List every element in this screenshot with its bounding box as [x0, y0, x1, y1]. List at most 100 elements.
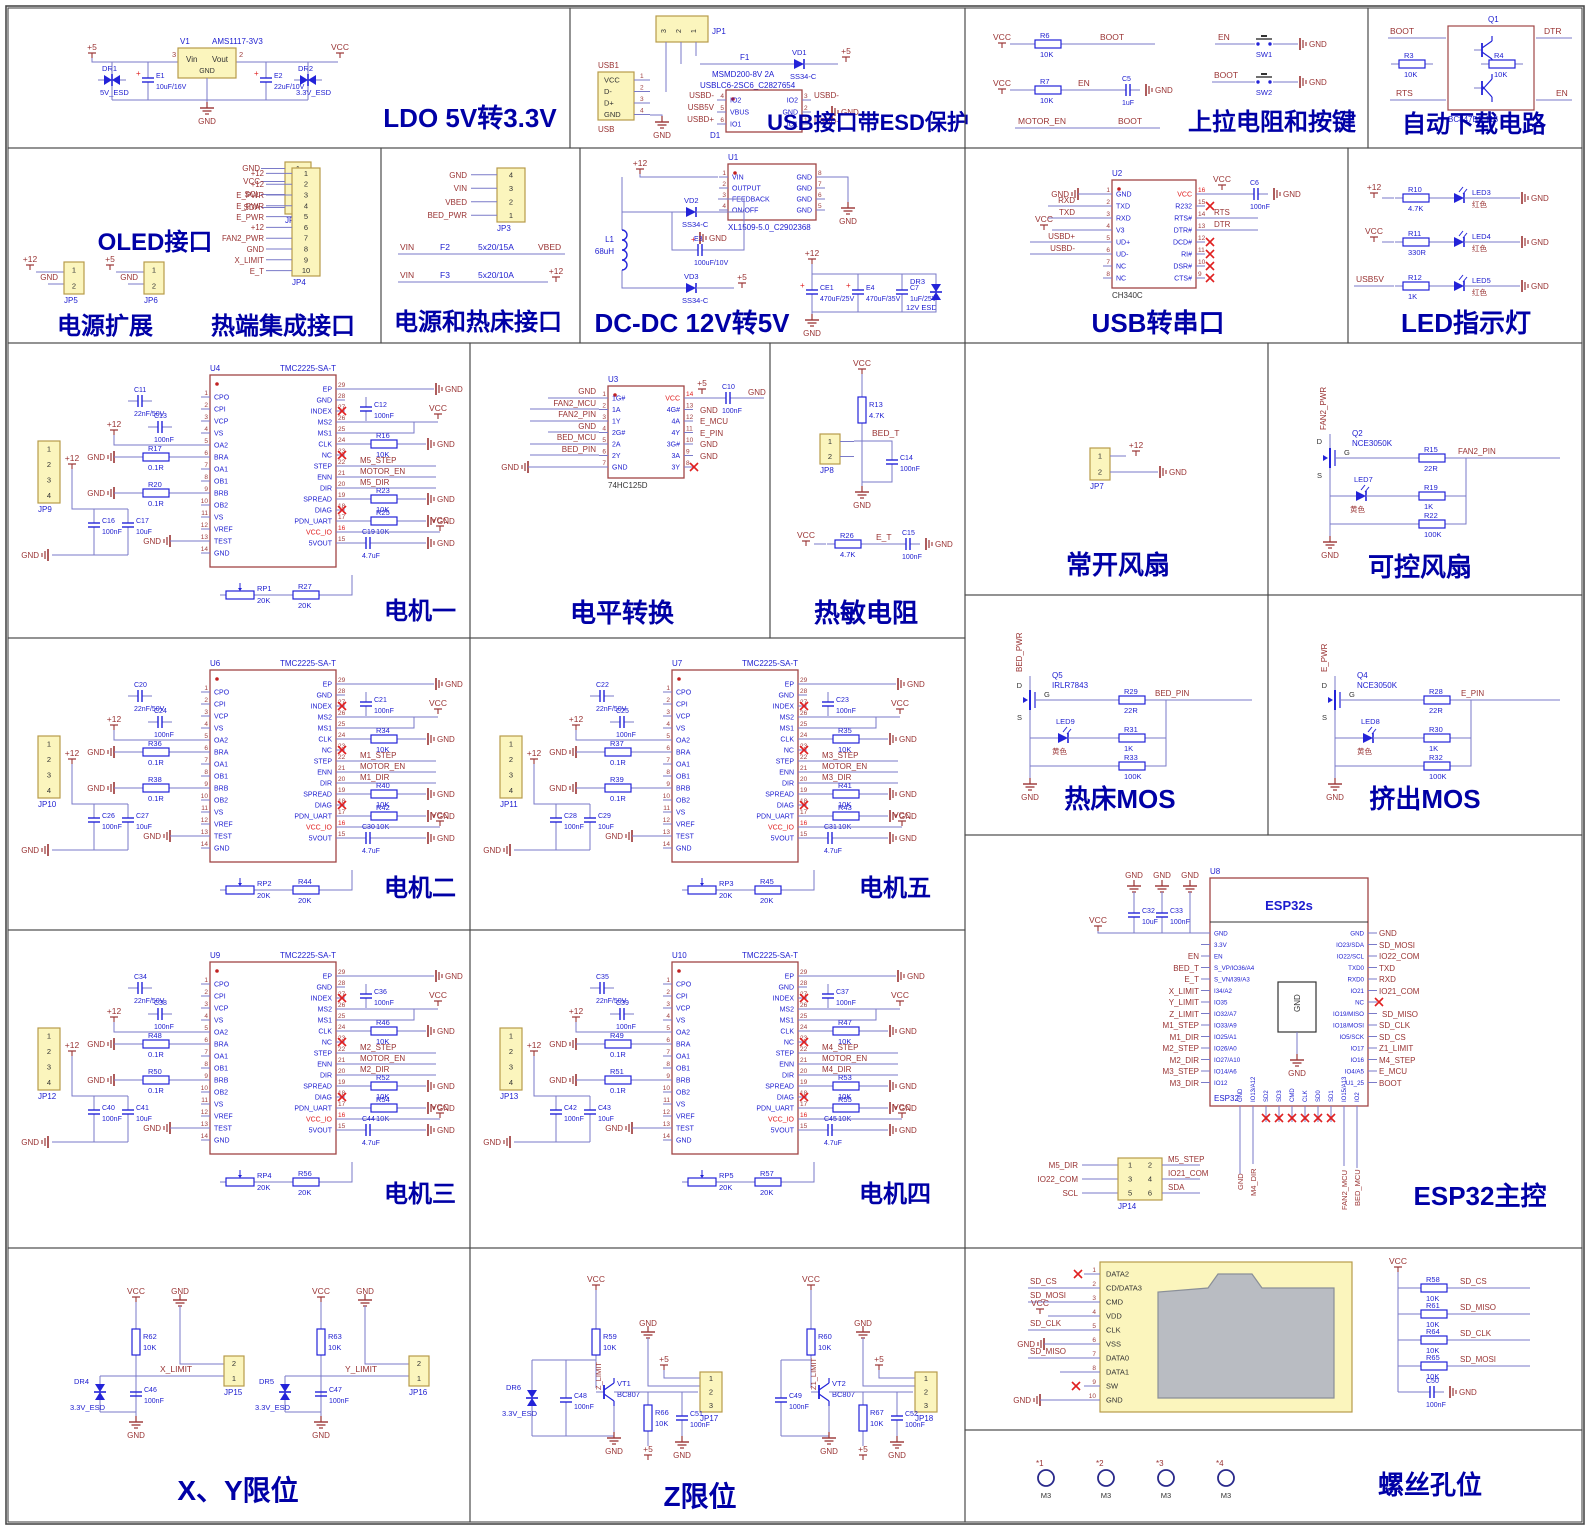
value: 10uF [136, 1116, 152, 1123]
no-connect-x [337, 745, 347, 755]
ic-U7: 1CPO2CPI3VCP4VS5OA26BRA7OA18OB19BRB10OB2… [663, 659, 808, 863]
pin-number: 9 [304, 255, 308, 264]
pin-name: GND [1106, 1396, 1123, 1405]
label: USB1 [598, 61, 619, 70]
pin-name: CPI [676, 994, 688, 1001]
label: SD_MISO [1382, 1010, 1418, 1019]
wire [113, 435, 210, 446]
ref-des: R52 [376, 1073, 390, 1082]
label: GND [700, 452, 718, 461]
pin-name: 2A [612, 442, 621, 449]
pin-name: VCP [214, 1006, 229, 1013]
no-connect-x [1073, 1269, 1083, 1279]
gnd-label: GND [907, 972, 925, 981]
pin-name: 4G# [667, 407, 680, 414]
label: M1_STEP [360, 751, 396, 760]
transistor-q [1474, 74, 1493, 102]
label: NCE3050K [1352, 439, 1393, 448]
pin-number: 29 [800, 677, 808, 684]
value: 20K [760, 896, 773, 905]
pin-name: GND [1350, 931, 1364, 938]
ref-des: R58 [1426, 1275, 1440, 1284]
pin-name: CD/DATA3 [1106, 1284, 1142, 1293]
no-connect-x [337, 1037, 347, 1047]
gnd-label: GND [437, 1027, 455, 1036]
section-title: 电源和热床接口 [394, 308, 562, 336]
value: SS34-C [682, 220, 709, 229]
value: 4.7uF [362, 553, 380, 560]
value: 10K [1426, 1346, 1439, 1355]
pin-name: GND [676, 846, 692, 853]
power-flag: VCC [993, 78, 1011, 94]
pin-name: OB1 [676, 1066, 690, 1073]
pin-name: VREF [214, 1114, 233, 1121]
wire [337, 450, 347, 460]
section-title: Z限位 [663, 1480, 736, 1512]
value: 0.1R [610, 794, 626, 803]
label: BED_MCU [557, 433, 596, 442]
wire [1458, 186, 1464, 193]
pin-name: VCC_IO [306, 825, 333, 832]
led-triangle [1058, 733, 1068, 743]
value: 10uF [136, 824, 152, 831]
pin1-dot [215, 969, 219, 973]
pin-name: SD2 [1264, 1090, 1270, 1102]
power-flag: +5 [105, 254, 115, 270]
pin-number: 3 [666, 1001, 670, 1008]
pin1-dot [677, 677, 681, 681]
pin-name: SPREAD [303, 792, 332, 799]
gnd-label: GND [935, 540, 953, 549]
pin-name: MS1 [318, 431, 333, 438]
section-title: LED指示灯 [1401, 308, 1531, 338]
ref-des: R40 [376, 781, 390, 790]
pin-name: CLK [318, 737, 332, 744]
resistor-body [142, 1039, 170, 1049]
pin-number: 3 [47, 770, 51, 779]
pin-number: 10 [302, 266, 310, 275]
wiper-arrow [700, 1175, 704, 1178]
wire [1287, 1113, 1297, 1123]
label: GND [247, 245, 265, 254]
value: 100nF [374, 1000, 394, 1007]
gnd-label: GND [437, 834, 455, 843]
pin-name: OA1 [676, 1054, 690, 1061]
pin-number: 3 [1106, 211, 1110, 218]
connector-body [223, 1355, 245, 1387]
gnd-flag: GND [889, 1025, 917, 1037]
pin-number: 8 [666, 769, 670, 776]
resistor-body [142, 1075, 170, 1085]
power-flag: +12 [527, 748, 541, 764]
gnd-flag: GND [143, 1122, 171, 1134]
resistor-body [754, 885, 782, 895]
pin-name: SD3 [1277, 1090, 1283, 1102]
label: Vin [186, 55, 197, 64]
value: 10uF [1142, 919, 1158, 926]
wire [1071, 1381, 1081, 1391]
gnd-label: GND [888, 1451, 906, 1460]
pin-name: IO14/A6 [1214, 1069, 1237, 1076]
screw-hole: *3M3 [1156, 1459, 1175, 1500]
label: SDA [1168, 1183, 1185, 1192]
pin-name: CMD [1106, 1298, 1124, 1307]
power-net: VCC [312, 1286, 330, 1296]
pin-name: OA2 [214, 443, 228, 450]
power-flag: VCC [893, 1102, 911, 1118]
value: 100nF [102, 529, 122, 536]
pin-number: 7 [204, 757, 208, 764]
label: 2 [676, 29, 683, 33]
power-net: +5 [841, 46, 851, 56]
wire [862, 472, 893, 483]
value: 100nF [102, 824, 122, 831]
value: 4.7K [840, 550, 855, 559]
pin-number: 2 [232, 1359, 236, 1368]
hole-size: M3 [1041, 1491, 1051, 1500]
